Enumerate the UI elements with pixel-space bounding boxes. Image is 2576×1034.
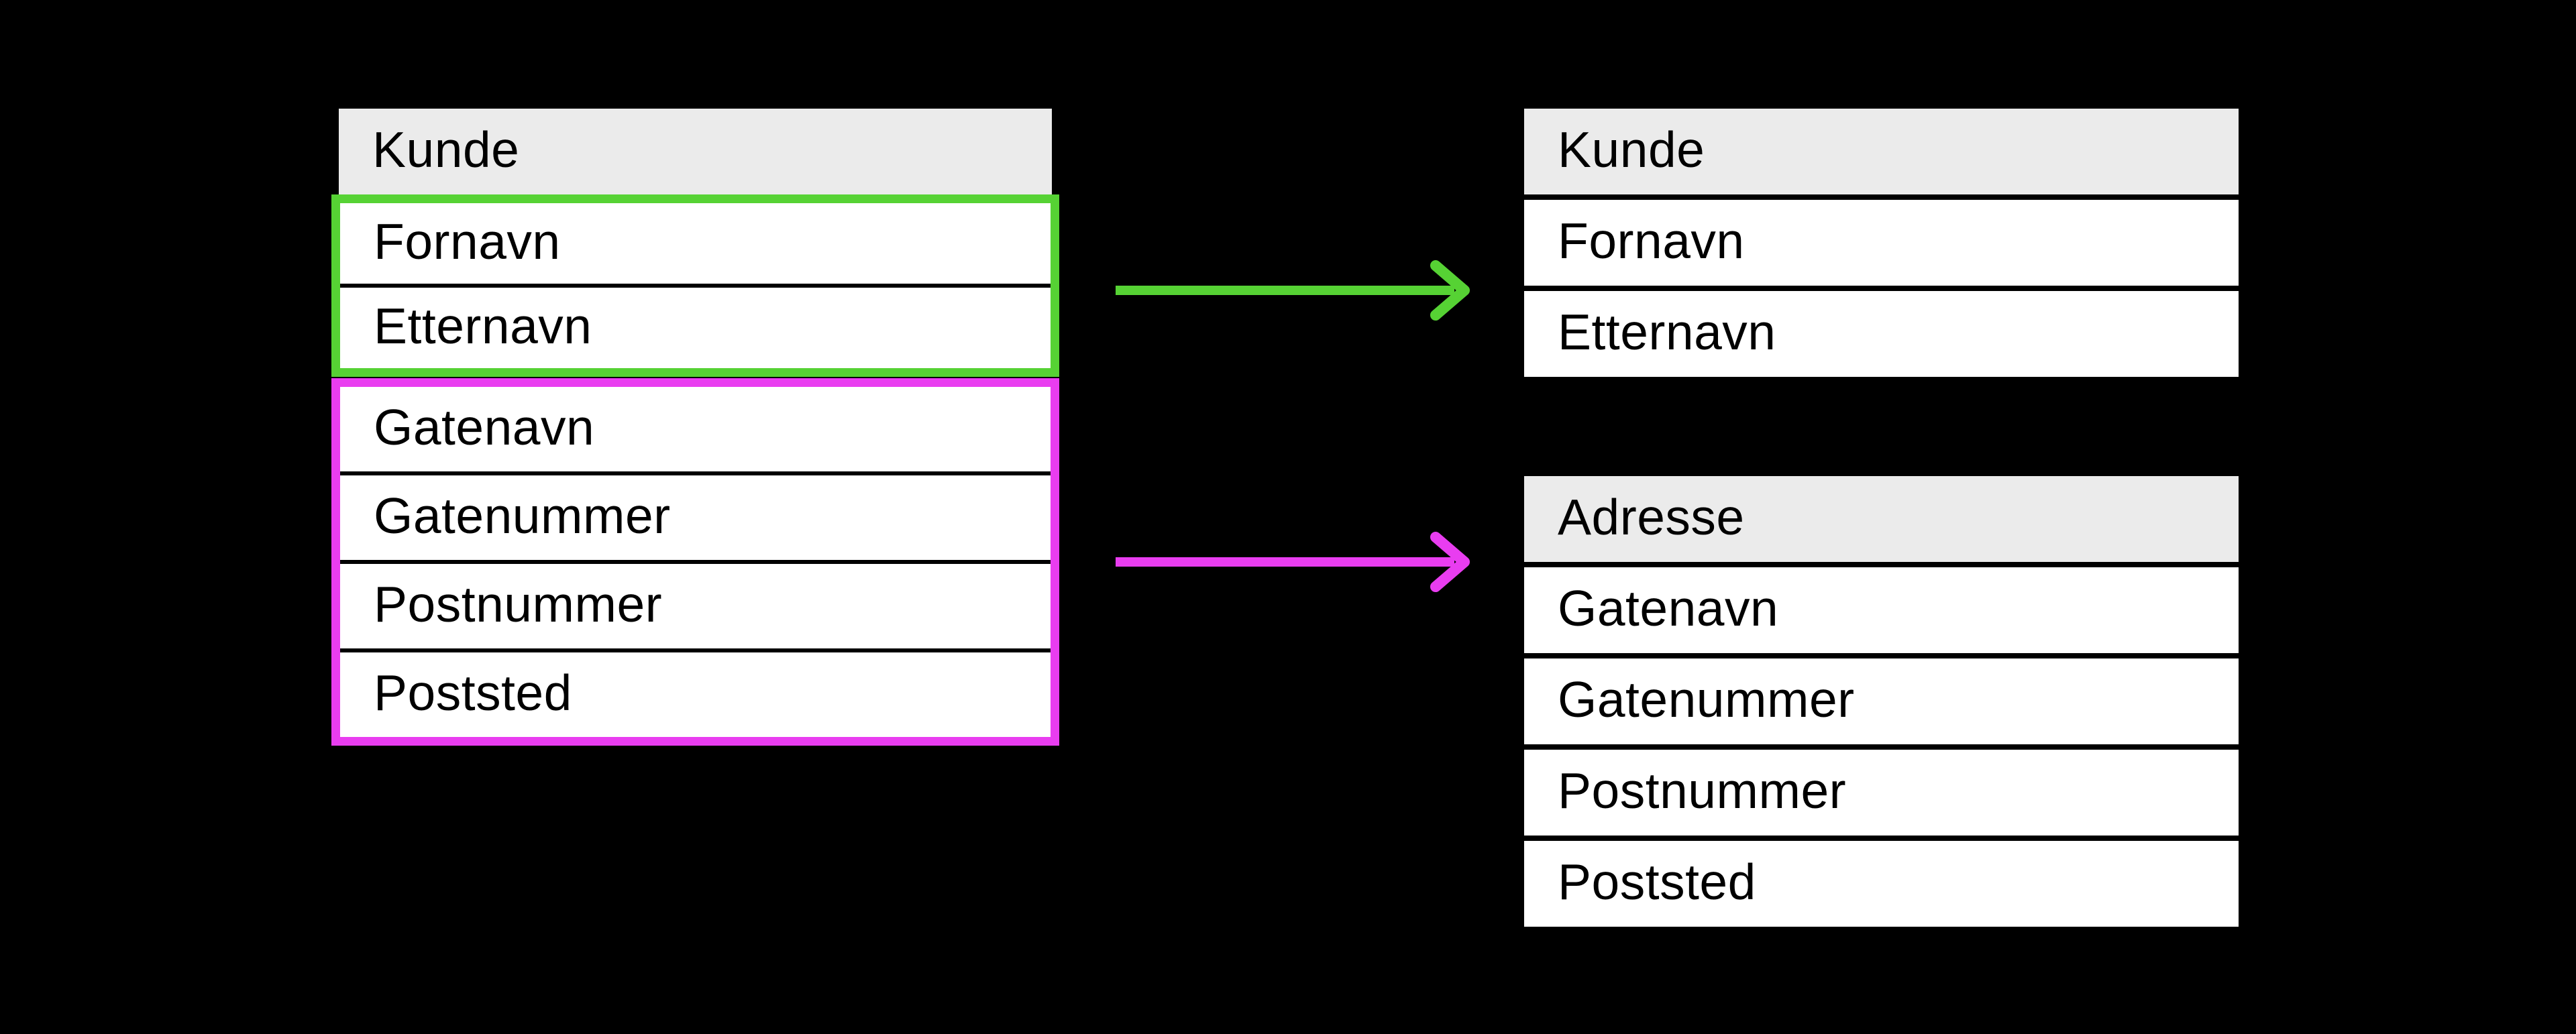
table-row-fornavn: Fornavn bbox=[340, 203, 1051, 284]
table-row-etternavn: Etternavn bbox=[340, 288, 1051, 368]
table-row-poststed: Poststed bbox=[1524, 841, 2239, 927]
row-label: Gatenavn bbox=[374, 399, 595, 455]
adresse-mapping-arrow bbox=[1116, 532, 1470, 592]
table-row-gatenavn: Gatenavn bbox=[1524, 567, 2239, 653]
table-row-gatenummer: Gatenummer bbox=[340, 475, 1051, 560]
row-label: Etternavn bbox=[1558, 304, 1776, 360]
result-kunde-header: Kunde bbox=[1524, 109, 2239, 194]
row-label: Poststed bbox=[1558, 854, 1756, 910]
table-title: Adresse bbox=[1558, 489, 1745, 545]
result-adresse-header: Adresse bbox=[1524, 476, 2239, 562]
result-table-adresse: Adresse Gatenavn Gatenummer Postnummer P… bbox=[1524, 476, 2239, 927]
table-row-postnummer: Postnummer bbox=[340, 564, 1051, 648]
table-row-poststed: Poststed bbox=[340, 652, 1051, 737]
table-row-fornavn: Fornavn bbox=[1524, 200, 2239, 286]
table-row-gatenavn: Gatenavn bbox=[340, 387, 1051, 471]
row-label: Gatenavn bbox=[1558, 580, 1779, 636]
row-label: Poststed bbox=[374, 665, 572, 721]
arrow-head-icon bbox=[1430, 532, 1470, 592]
kunde-mapping-arrow bbox=[1116, 260, 1470, 321]
source-group-address-fields: Gatenavn Gatenummer Postnummer Poststed bbox=[331, 378, 1059, 746]
row-label: Gatenummer bbox=[374, 487, 671, 544]
row-label: Fornavn bbox=[1558, 213, 1745, 269]
result-table-kunde: Kunde Fornavn Etternavn bbox=[1524, 109, 2239, 377]
row-label: Postnummer bbox=[1558, 762, 1847, 819]
row-label: Fornavn bbox=[374, 213, 561, 270]
arrow-head-icon bbox=[1430, 260, 1470, 321]
table-row-gatenummer: Gatenummer bbox=[1524, 658, 2239, 744]
source-table-header: Kunde bbox=[339, 109, 1052, 194]
row-label: Etternavn bbox=[374, 298, 592, 354]
table-row-postnummer: Postnummer bbox=[1524, 750, 2239, 836]
source-group-person-fields: Fornavn Etternavn bbox=[331, 194, 1059, 377]
row-label: Gatenummer bbox=[1558, 671, 1855, 728]
table-title: Kunde bbox=[1558, 121, 1705, 178]
table-row-etternavn: Etternavn bbox=[1524, 291, 2239, 377]
row-label: Postnummer bbox=[374, 576, 663, 632]
